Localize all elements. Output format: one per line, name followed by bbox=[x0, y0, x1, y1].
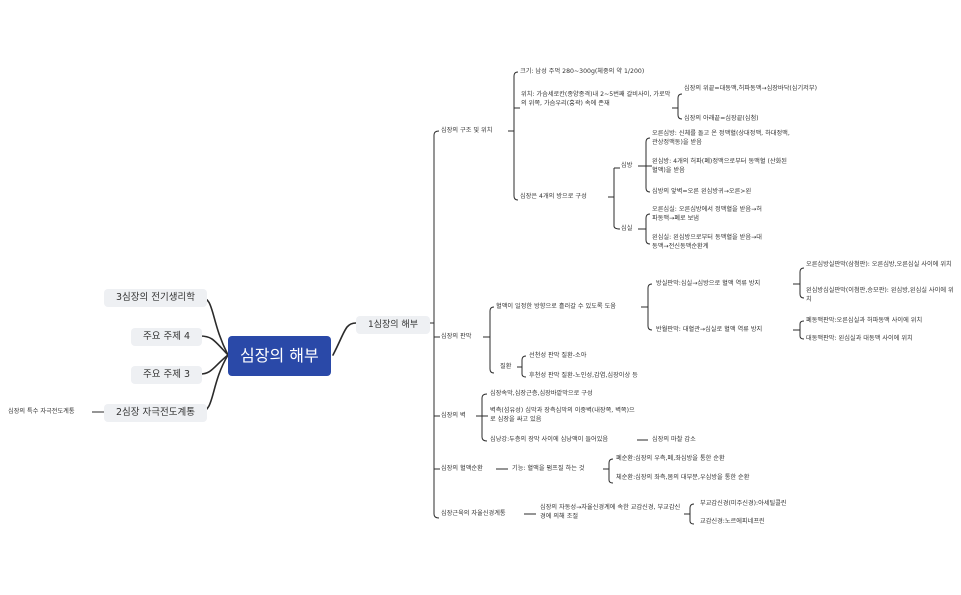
ventricle-node[interactable]: 심실 bbox=[621, 225, 633, 232]
branch-heart-anatomy[interactable]: 1심장의 해부 bbox=[356, 316, 430, 334]
wall-node[interactable]: 심장의 벽 bbox=[441, 412, 466, 419]
pericardium-node[interactable]: 벽측(섬유성) 심막과 장측심막의 이중벽(내장쪽, 벽쪽)으로 심장을 싸고 … bbox=[490, 407, 635, 423]
circulation-node[interactable]: 심장의 혈액순환 bbox=[441, 465, 483, 472]
av-valve-node[interactable]: 방실판막:심실→심방으로 혈액 역류 방지 bbox=[656, 280, 761, 287]
autonomic-node[interactable]: 심장근육의 자율신경계통 bbox=[441, 510, 506, 517]
four-chambers-node[interactable]: 심장은 4개의 방으로 구성 bbox=[520, 193, 587, 200]
aortic-valve-node[interactable]: 대동맥판막: 왼심실과 대동맥 사이에 위치 bbox=[806, 335, 913, 342]
atrial-wall-node[interactable]: 심방의 앞벽=오른 왼심방귀→오른>왼 bbox=[652, 188, 752, 195]
heart-bottom-node[interactable]: 심장의 아래끝=심장끝(심첨) bbox=[684, 115, 759, 122]
left-atrium-node[interactable]: 왼심방: 4개의 허파(폐)정맥으로부터 동맥혈 (산화된 혈액)을 받음 bbox=[652, 158, 787, 174]
location-node[interactable]: 위치: 가슴세로칸(종양종격)내 2~5번째 갈비사이, 가로막의 위쪽, 가슴… bbox=[521, 91, 671, 107]
special-conduction-node[interactable]: 심장의 특수 자극전도계통 bbox=[8, 408, 75, 415]
right-ventricle-node[interactable]: 오른심실: 오른심방에서 정맥혈을 받음→허파동맥→폐로 보냄 bbox=[652, 206, 762, 222]
pulmonary-valve-node[interactable]: 폐동맥판막:오른심실과 허파동맥 사이에 위치 bbox=[806, 317, 923, 324]
acquired-node[interactable]: 후천성 판막 질환-노인성,감염,심장이상 등 bbox=[529, 372, 638, 379]
branch-topic-3[interactable]: 주요 주제 3 bbox=[131, 366, 203, 384]
central-topic[interactable]: 심장의 해부 bbox=[228, 336, 331, 376]
valve-node[interactable]: 심장의 판막 bbox=[441, 333, 472, 340]
structure-node[interactable]: 심장의 구조 및 위치 bbox=[441, 127, 493, 134]
left-ventricle-node[interactable]: 왼심실: 왼심방으로부터 동맥혈을 받음→대동맥→전신동맥순환계 bbox=[652, 234, 762, 250]
systemic-circulation-node[interactable]: 체순환:심장의 좌측,몸의 대부분,우심방을 통한 순환 bbox=[616, 474, 750, 481]
tricuspid-node[interactable]: 오른심방실판막(삼첨판): 오른심방,오른심실 사이에 위치 bbox=[806, 261, 952, 268]
branch-electrophysiology[interactable]: 3심장의 전기생리학 bbox=[104, 289, 207, 307]
heart-top-node[interactable]: 심장의 위끝=대동맥,허파동맥→심장바닥(심기저부) bbox=[684, 85, 817, 92]
sympathetic-node[interactable]: 교감신경:노르에피네프린 bbox=[700, 518, 765, 525]
pulmonary-circulation-node[interactable]: 폐순환:심장의 우측,폐,좌심방을 통한 순환 bbox=[616, 455, 725, 462]
pump-function-node[interactable]: 기능: 혈액을 펌프질 하는 것 bbox=[512, 465, 585, 472]
pericardial-cavity-node[interactable]: 심낭강:두층의 장막 사이에 심낭액이 들어있음 bbox=[490, 436, 609, 443]
parasympathetic-node[interactable]: 부교감신경(미주신경):아세틸콜린 bbox=[700, 500, 787, 507]
disease-node[interactable]: 질환 bbox=[500, 363, 512, 370]
mitral-node[interactable]: 왼심방심실판막(이첨판,승모판): 왼심방,왼심실 사이에 위치 bbox=[806, 287, 954, 303]
right-atrium-node[interactable]: 오른심방: 신체를 돌고 온 정맥혈(상대정맥, 하대정맥,관상정맥동)을 받음 bbox=[652, 130, 790, 146]
semilunar-valve-node[interactable]: 반월판막: 대혈관→심실로 혈액 역류 방지 bbox=[656, 326, 763, 333]
wall-layers-node[interactable]: 심장속막,심장근층,심장바깥막으로 구성 bbox=[490, 390, 593, 397]
friction-node[interactable]: 심장의 마찰 감소 bbox=[652, 436, 696, 443]
congenital-node[interactable]: 선천성 판막 질환-소아 bbox=[529, 352, 587, 359]
branch-topic-4[interactable]: 주요 주제 4 bbox=[131, 328, 203, 346]
valve-description-node[interactable]: 혈액이 일정한 방향으로 흘러갈 수 있도록 도움 bbox=[496, 303, 616, 310]
atrium-node[interactable]: 심방 bbox=[621, 162, 633, 169]
size-node[interactable]: 크기: 남성 주먹 280~300g(체중의 약 1/200) bbox=[520, 68, 645, 75]
autonomic-control-node[interactable]: 심장의 자동성→자율신경계에 속한 교감신경, 부교감신경에 의해 조절 bbox=[540, 504, 681, 520]
branch-conduction-system[interactable]: 2심장 자극전도계통 bbox=[104, 404, 207, 422]
